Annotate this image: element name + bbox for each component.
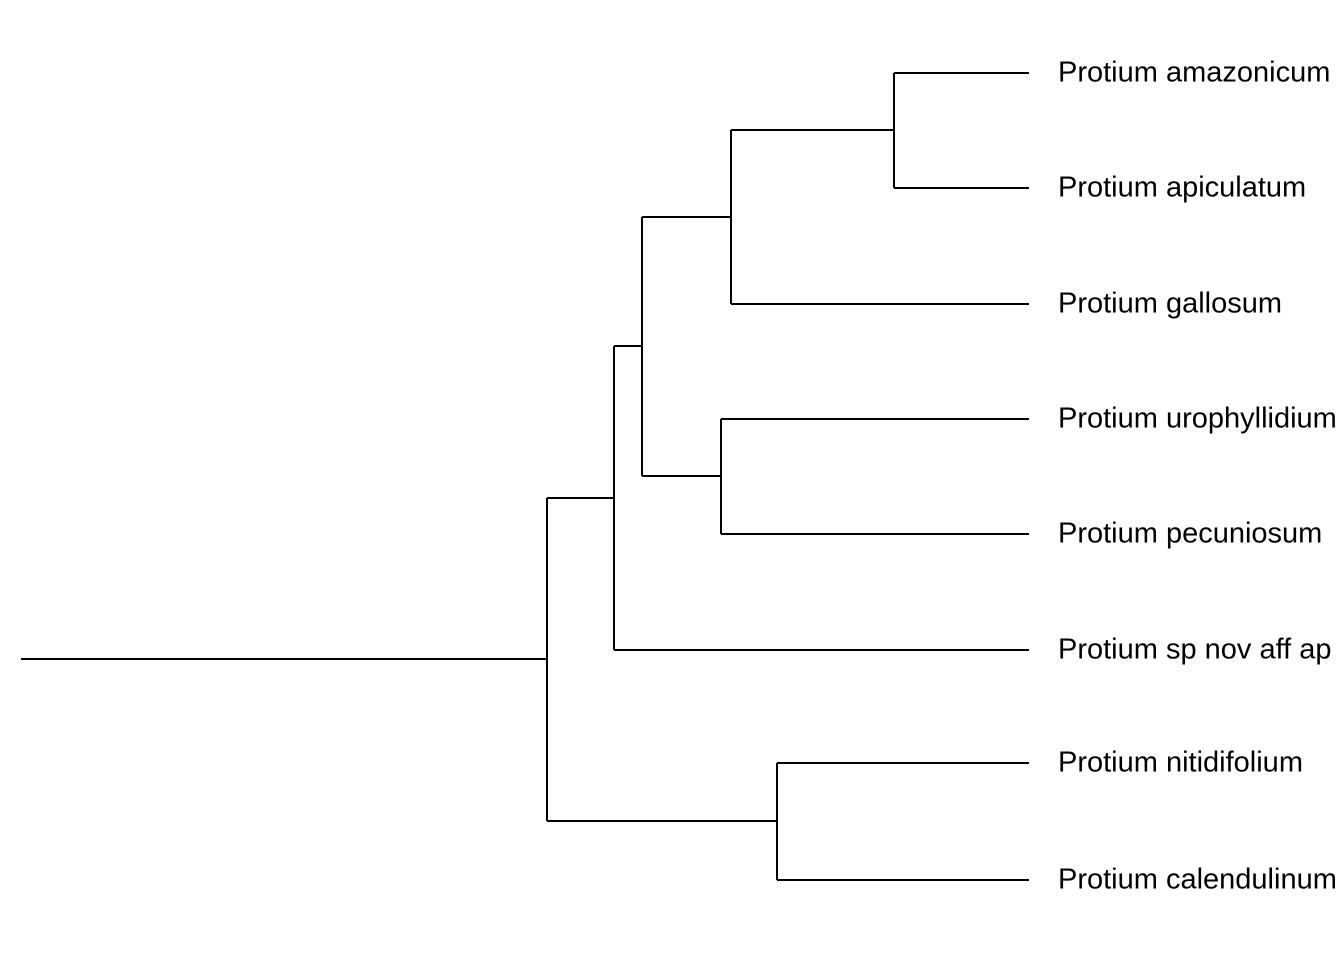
- tip-label-3: Protium urophyllidium: [1058, 402, 1337, 435]
- tip-label-0: Protium amazonicum: [1058, 56, 1331, 89]
- tip-label-7: Protium calendulinum: [1058, 863, 1337, 896]
- tip-label-2: Protium gallosum: [1058, 287, 1283, 320]
- tip-label-6: Protium nitidifolium: [1058, 746, 1303, 779]
- tip-label-1: Protium apiculatum: [1058, 171, 1307, 204]
- tip-label-5: Protium sp nov aff ap: [1058, 633, 1332, 666]
- tip-label-4: Protium pecuniosum: [1058, 517, 1323, 550]
